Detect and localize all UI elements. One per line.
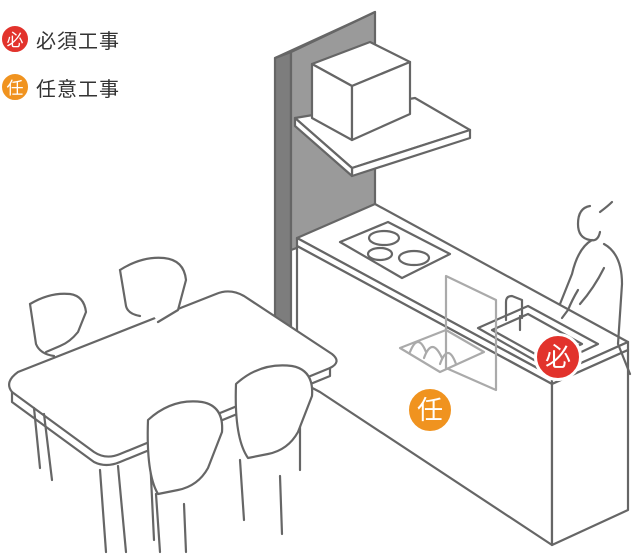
legend-label-required: 必須工事: [36, 28, 120, 53]
person-icon: [558, 200, 632, 376]
legend-item-required: 必 必須工事: [0, 24, 120, 54]
stove-hood-icon: [293, 40, 472, 178]
legend-item-optional: 任 任意工事: [0, 72, 120, 102]
legend-label-optional: 任意工事: [36, 76, 120, 101]
chair-icon: [98, 364, 314, 554]
sink-required-badge-icon: 必: [534, 333, 582, 381]
required-badge-icon: 必: [0, 24, 30, 54]
dishwasher-icon: [398, 274, 498, 392]
chair-icon: [28, 256, 188, 358]
optional-badge-icon: 任: [0, 72, 30, 102]
ih-cooktop-icon: [338, 220, 452, 280]
dishwasher-optional-badge-icon: 任: [406, 386, 454, 434]
dining-table-icon: [8, 290, 338, 542]
